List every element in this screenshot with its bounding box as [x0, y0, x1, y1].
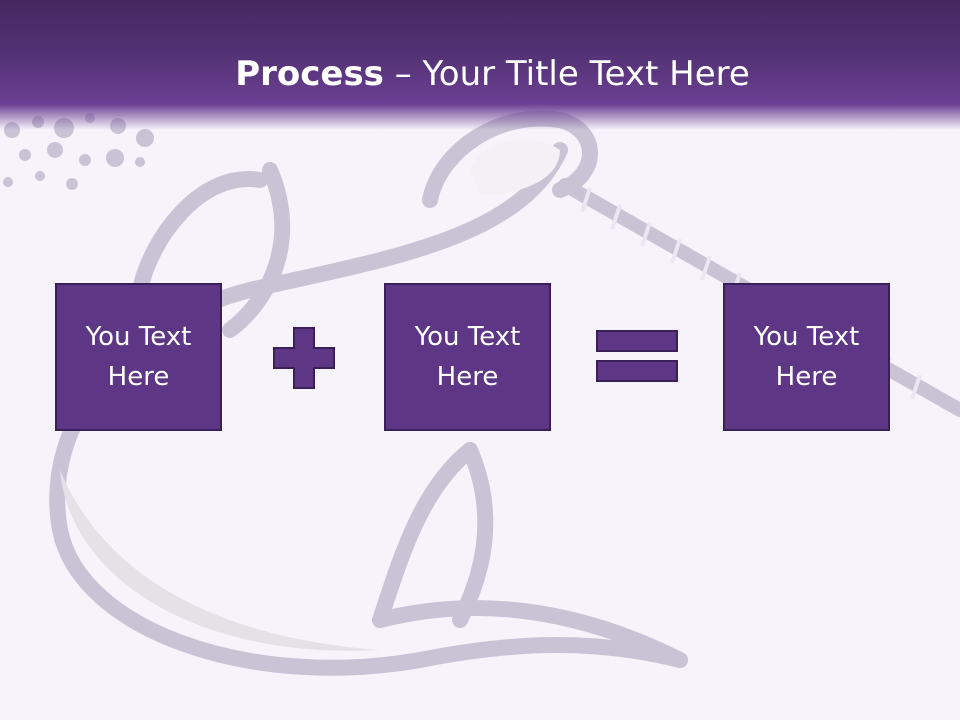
process-box-2[interactable]: You Text Here: [384, 283, 551, 431]
slide-title: Process – Your Title Text Here: [0, 52, 960, 96]
process-box-3[interactable]: You Text Here: [723, 283, 890, 431]
process-box-1[interactable]: You Text Here: [55, 283, 222, 431]
process-box-label: You Text Here: [414, 322, 521, 392]
process-box-label: You Text Here: [85, 322, 192, 392]
title-bold: Process: [235, 54, 384, 94]
process-box-label: You Text Here: [753, 322, 860, 392]
plus-icon: [273, 327, 335, 389]
equals-icon: [596, 330, 678, 382]
title-rest: – Your Title Text Here: [383, 54, 750, 94]
title-bar: [0, 0, 960, 130]
